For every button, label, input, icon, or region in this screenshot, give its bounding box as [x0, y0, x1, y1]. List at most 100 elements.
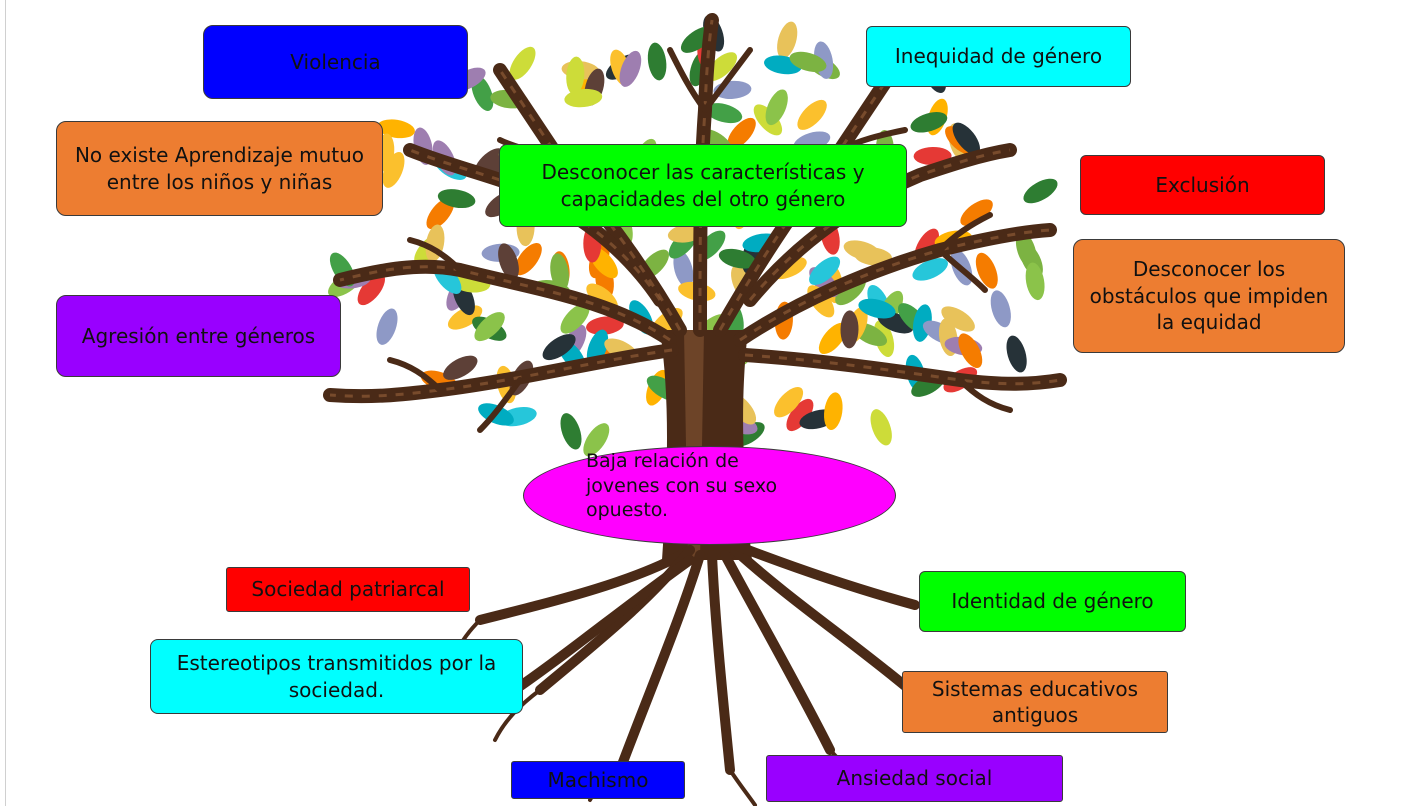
- cause-label-patriarcal: Sociedad patriarcal: [251, 577, 445, 602]
- leaf: [560, 303, 590, 334]
- leaf: [1006, 335, 1027, 373]
- leaf: [910, 112, 948, 133]
- root: [615, 550, 705, 775]
- root: [730, 540, 920, 610]
- central-problem-oval: Baja relación de jovenes con su sexo opu…: [523, 446, 896, 545]
- leaf: [786, 398, 814, 432]
- leaf: [854, 247, 893, 266]
- leaf: [818, 322, 847, 355]
- branch-texture: [698, 19, 714, 331]
- leaf: [824, 392, 843, 431]
- branch: [738, 348, 1067, 391]
- leaf: [706, 52, 738, 81]
- twig: [407, 237, 463, 273]
- leaf: [809, 256, 841, 285]
- leaf: [586, 316, 624, 335]
- cause-box-identidad: Identidad de género: [919, 571, 1186, 632]
- root: [707, 550, 735, 775]
- branch-texture: [739, 228, 1051, 342]
- cause-label-estereotipos: Estereotipos transmitidos por la socieda…: [176, 651, 497, 702]
- branch-texture: [339, 265, 671, 342]
- leaf: [560, 413, 582, 450]
- cause-box-machismo: Machismo: [511, 761, 685, 799]
- leaf: [870, 409, 892, 446]
- leaf: [765, 89, 788, 126]
- left-border-line: [5, 0, 6, 806]
- leaf: [619, 50, 642, 87]
- twig: [477, 377, 523, 433]
- leaf: [376, 308, 398, 345]
- leaf: [437, 189, 476, 209]
- leaf: [509, 46, 536, 80]
- leaf: [840, 310, 859, 349]
- leaf: [952, 122, 980, 155]
- leaf: [474, 312, 505, 342]
- twig: [957, 377, 1013, 413]
- leaf: [718, 248, 756, 269]
- twig: [937, 247, 988, 293]
- leaf: [960, 199, 993, 227]
- effect-label-inequidad: Inequidad de género: [894, 44, 1103, 69]
- root: [730, 545, 915, 695]
- twig: [667, 47, 708, 113]
- leaf: [958, 333, 983, 368]
- leaf: [426, 197, 455, 230]
- effect-label-desconocer-caracteristicas: Desconocer las características y capacid…: [541, 160, 865, 211]
- root: [720, 550, 835, 755]
- leaf: [566, 56, 585, 95]
- leaf: [673, 250, 694, 288]
- leaf: [727, 117, 756, 149]
- leaf: [498, 243, 519, 280]
- effect-label-violencia: Violencia: [290, 49, 381, 74]
- effect-box-agresion: Agresión entre géneros: [56, 295, 341, 377]
- leaf: [583, 423, 610, 457]
- effect-label-agresion: Agresión entre géneros: [81, 323, 316, 348]
- leaf: [705, 103, 743, 124]
- cause-box-estereotipos: Estereotipos transmitidos por la socieda…: [150, 639, 523, 714]
- twig: [387, 357, 443, 393]
- cause-label-sistemas: Sistemas educativos antiguos: [931, 676, 1139, 727]
- leaf: [1023, 178, 1058, 204]
- leaf: [858, 298, 896, 319]
- leaf: [647, 42, 667, 81]
- leaf: [1025, 262, 1045, 301]
- effect-label-aprendizaje: No existe Aprendizaje mutuo entre los ni…: [74, 143, 365, 194]
- root: [475, 545, 695, 625]
- leaf: [990, 290, 1011, 328]
- branch-texture: [329, 348, 673, 398]
- leaf: [941, 306, 975, 332]
- leaf: [777, 21, 798, 59]
- effect-box-aprendizaje: No existe Aprendizaje mutuo entre los ni…: [56, 121, 383, 216]
- leaf: [564, 88, 603, 108]
- cause-label-identidad: Identidad de género: [951, 589, 1154, 614]
- cause-label-ansiedad: Ansiedad social: [836, 766, 993, 791]
- twig: [702, 47, 753, 113]
- cause-label-machismo: Machismo: [547, 767, 649, 792]
- leaf: [443, 355, 478, 380]
- effect-box-desconocer-obstaculos: Desconocer los obstáculos que impiden la…: [1073, 239, 1345, 353]
- root-fiber: [728, 768, 757, 806]
- leaf: [912, 258, 948, 281]
- leaf: [382, 151, 405, 188]
- root: [495, 555, 695, 705]
- cause-box-patriarcal: Sociedad patriarcal: [226, 567, 470, 612]
- branch-texture: [498, 69, 682, 331]
- effect-box-desconocer-caracteristicas: Desconocer las características y capacid…: [499, 144, 907, 227]
- branch-texture: [409, 148, 662, 301]
- cause-box-ansiedad: Ansiedad social: [766, 755, 1063, 802]
- leaf: [797, 99, 827, 130]
- leaf: [789, 51, 827, 73]
- leaf: [357, 273, 385, 306]
- leaf: [975, 252, 998, 289]
- leaf: [774, 387, 804, 418]
- effect-label-desconocer-obstaculos: Desconocer los obstáculos que impiden la…: [1089, 257, 1329, 335]
- cause-box-sistemas: Sistemas educativos antiguos: [902, 671, 1168, 733]
- effect-box-exclusion: Exclusión: [1080, 155, 1325, 215]
- leaf: [514, 242, 542, 276]
- leaf: [542, 334, 576, 361]
- effect-box-inequidad: Inequidad de género: [866, 26, 1131, 87]
- twig: [937, 212, 993, 253]
- effect-label-exclusion: Exclusión: [1155, 172, 1250, 197]
- central-problem-label: Baja relación de jovenes con su sexo opu…: [586, 450, 778, 522]
